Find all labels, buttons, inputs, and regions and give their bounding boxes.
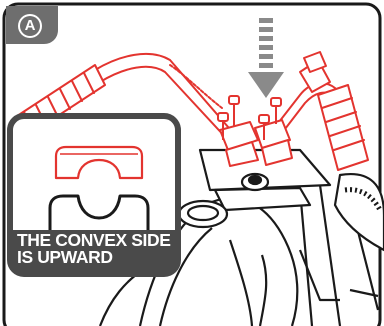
step-letter: A xyxy=(19,17,41,35)
callout-line-2: IS UPWARD xyxy=(17,249,177,266)
callout-caption: THE CONVEX SIDE IS UPWARD xyxy=(17,232,177,266)
